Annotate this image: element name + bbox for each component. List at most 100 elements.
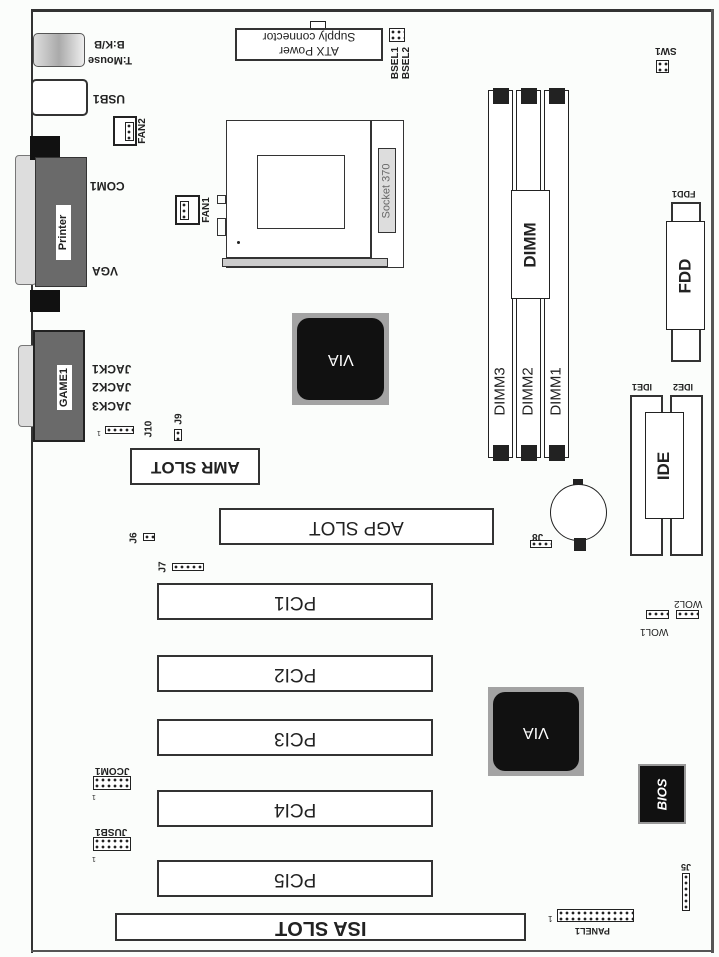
south-bridge-chip: VIA	[488, 687, 584, 776]
board-edge-top	[32, 9, 713, 12]
wol2-header	[676, 610, 699, 619]
j5-header	[682, 873, 690, 911]
j7-label: J7	[157, 561, 169, 573]
atx-key	[310, 21, 326, 29]
j5-label: J5	[681, 862, 692, 872]
io-latch-bottom	[30, 290, 60, 312]
dimm-clip	[521, 88, 537, 104]
south-chip-label: VIA	[523, 723, 549, 741]
com-vga-shell	[15, 155, 37, 285]
bios-label: BIOS	[654, 778, 670, 810]
fdd-label-box: FDD	[666, 221, 705, 330]
usb1-label: USB1	[93, 92, 126, 106]
j9-header	[174, 429, 182, 441]
wol1-header	[646, 610, 669, 619]
ide-label: IDE	[654, 451, 674, 480]
atx-power-label-2: Supply connector	[262, 30, 356, 45]
board-edge-bottom	[31, 950, 714, 952]
dimm-clip	[493, 445, 509, 461]
jcom1-header	[93, 776, 131, 790]
pci3-slot: PCI3	[157, 719, 433, 756]
agp-slot: AGP SLOT	[219, 508, 494, 545]
j10-header	[105, 426, 134, 434]
jusb1-label: JUSB1	[95, 826, 128, 837]
ps2-connector	[33, 33, 85, 67]
ide2-label: IDE2	[673, 382, 694, 392]
j7-header	[172, 563, 204, 571]
ps2-kb-label: B:K/B	[94, 38, 125, 50]
wol1-label: WOL1	[640, 626, 669, 637]
wol2-label: WOL2	[674, 598, 703, 609]
bsel-jumpers	[389, 28, 405, 42]
pci1-label: PCI1	[273, 591, 317, 613]
socket-lever	[222, 258, 388, 267]
pci2-slot: PCI2	[157, 655, 433, 692]
dimm2-label: DIMM2	[520, 366, 537, 416]
j8-header	[530, 540, 552, 548]
dimm-label-box: DIMM	[511, 190, 550, 299]
jack2-label: JACK2	[92, 380, 132, 394]
pci3-label: PCI3	[273, 727, 317, 749]
jcom1-label: JCOM1	[95, 765, 130, 776]
sw1-switch	[656, 60, 669, 73]
io-latch-top	[30, 136, 60, 160]
ps2-mouse-label: T:Mouse	[88, 54, 132, 66]
agp-slot-label: AGP SLOT	[309, 516, 404, 538]
fan1-header	[175, 195, 200, 225]
jcom1-pin1-label: 1	[92, 793, 96, 800]
battery-clip	[573, 479, 583, 485]
north-chip-label: VIA	[327, 351, 354, 368]
j9-label: J9	[173, 413, 185, 425]
battery-clip	[574, 538, 586, 551]
amr-slot: AMR SLOT	[130, 448, 260, 485]
dimm-clip	[521, 445, 537, 461]
dimm-clip	[549, 88, 565, 104]
dimm3-label: DIMM3	[492, 366, 509, 416]
atx-power-connector: ATX Power Supply connector	[235, 28, 383, 61]
pci4-slot: PCI4	[157, 790, 433, 827]
jusb1-header	[93, 837, 131, 851]
pci2-label: PCI2	[273, 663, 317, 685]
isa-slot-label: ISA SLOT	[274, 916, 367, 939]
com1-label: COM1	[90, 179, 125, 193]
bios-chip: BIOS	[638, 764, 686, 824]
fdd-label: FDD	[675, 258, 695, 293]
j10-label: J10	[143, 420, 155, 438]
jack1-label: JACK1	[92, 362, 132, 376]
ide1-label: IDE1	[632, 382, 653, 392]
north-bridge-chip: VIA	[292, 313, 389, 405]
panel1-header	[557, 909, 634, 922]
pci1-slot: PCI1	[157, 583, 433, 620]
board-edge-right	[711, 9, 714, 953]
j10-pin1-label: 1	[97, 429, 101, 436]
game1-label: GAME1	[58, 367, 70, 408]
pci5-label: PCI5	[273, 868, 317, 890]
jack3-label: JACK3	[92, 399, 132, 413]
isa-slot: ISA SLOT	[115, 913, 526, 941]
board-edge-left	[31, 9, 33, 953]
pci5-slot: PCI5	[157, 860, 433, 897]
fan2-label: FAN2	[136, 118, 148, 144]
dimm-clip	[493, 88, 509, 104]
fan2-header	[113, 116, 137, 146]
socket-label: Socket 370	[381, 162, 394, 219]
j6-label: J6	[128, 532, 140, 544]
pin1-dot	[237, 241, 240, 244]
dimm-label: DIMM	[520, 221, 540, 268]
bsel2-label: BSEL2	[401, 46, 413, 80]
dimm-clip	[549, 445, 565, 461]
j6-header	[143, 533, 155, 541]
fdd1-label: FDD1	[672, 189, 696, 199]
cmos-battery	[550, 484, 607, 541]
panel1-label: PANEL1	[575, 926, 610, 936]
panel1-pin1-label: 1	[548, 914, 553, 923]
usb1-connector	[31, 79, 88, 116]
fan1-label: FAN1	[200, 197, 212, 223]
atx-power-label-1: ATX Power	[279, 44, 339, 59]
vga-label: VGA	[92, 264, 119, 278]
bsel1-label: BSEL1	[390, 46, 402, 80]
pci4-label: PCI4	[273, 798, 317, 820]
jusb1-pin1-label: 1	[92, 855, 96, 862]
ide-label-box: IDE	[645, 412, 684, 519]
